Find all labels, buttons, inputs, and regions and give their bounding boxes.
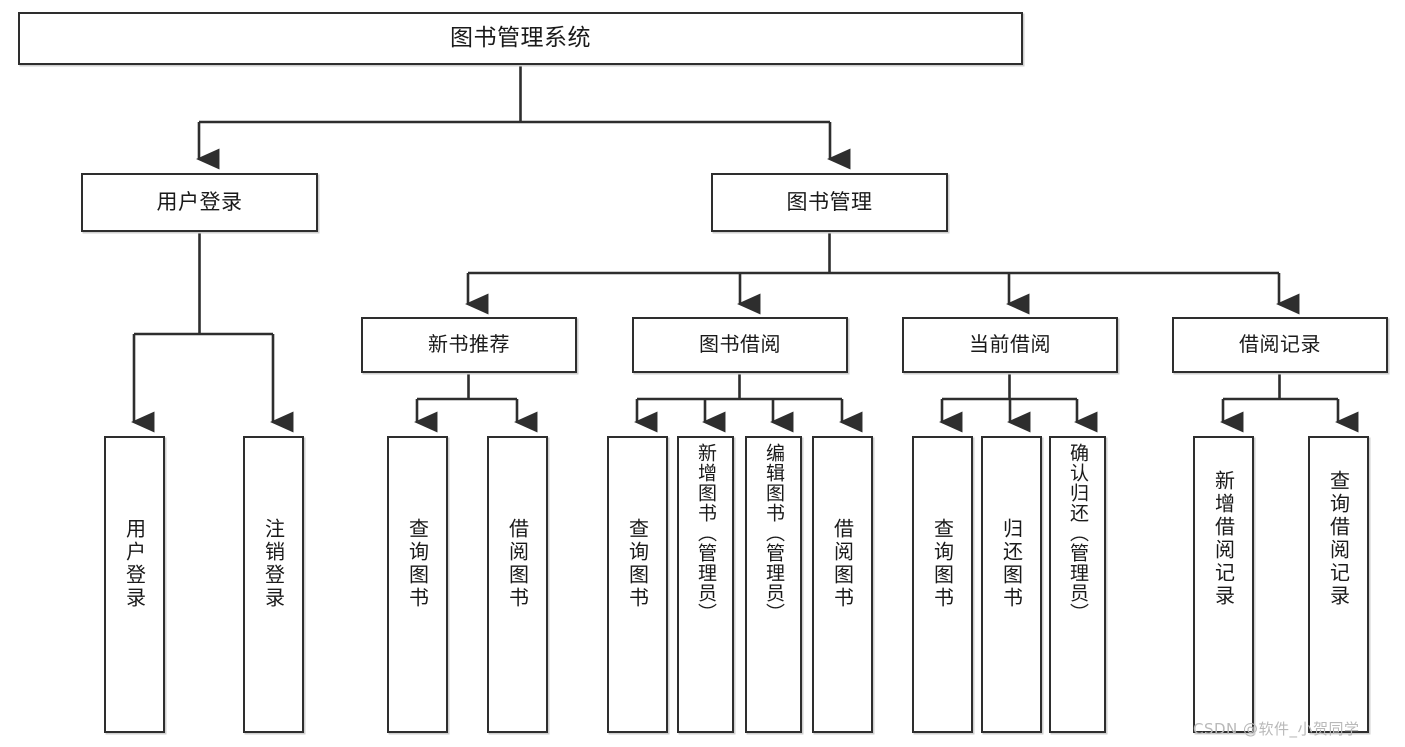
leaf-records-add-borrow-record[interactable]: 新增借阅记录 <box>1193 436 1254 733</box>
node-label: 图书管理 <box>786 190 873 215</box>
node-label: 借阅记录 <box>1239 332 1321 357</box>
node-label: 查询图书 <box>405 518 430 610</box>
node-label: 编辑图书（管理员） <box>763 443 785 623</box>
node-book-management-system[interactable]: 图书管理系统 <box>18 12 1023 65</box>
leaf-current-borrow-return-books[interactable]: 归还图书 <box>981 436 1042 733</box>
node-label: 确认归还（管理员） <box>1067 443 1089 623</box>
leaf-book-borrow-edit-book-admin[interactable]: 编辑图书（管理员） <box>745 436 802 733</box>
csdn-watermark: CSDN @软件_小贺同学 <box>1193 720 1360 738</box>
leaf-book-borrow-borrow-books[interactable]: 借阅图书 <box>812 436 873 733</box>
node-label: 用户登录 <box>122 518 147 610</box>
node-book-management[interactable]: 图书管理 <box>711 173 948 232</box>
node-label: 归还图书 <box>999 518 1024 610</box>
leaf-current-borrow-confirm-return-admin[interactable]: 确认归还（管理员） <box>1049 436 1106 733</box>
node-label: 注销登录 <box>261 518 286 610</box>
node-label: 借阅图书 <box>830 518 855 610</box>
node-current-borrowing[interactable]: 当前借阅 <box>902 317 1118 373</box>
leaf-book-borrow-add-book-admin[interactable]: 新增图书（管理员） <box>677 436 734 733</box>
node-new-book-recommendation[interactable]: 新书推荐 <box>361 317 577 373</box>
node-label: 新增借阅记录 <box>1211 470 1236 608</box>
node-label: 新书推荐 <box>428 332 510 357</box>
node-label: 借阅图书 <box>505 518 530 610</box>
leaf-new-book-borrow-books[interactable]: 借阅图书 <box>487 436 548 733</box>
leaf-user-login-sign-in[interactable]: 用户登录 <box>104 436 165 733</box>
leaf-book-borrow-query-books[interactable]: 查询图书 <box>607 436 668 733</box>
node-book-borrowing[interactable]: 图书借阅 <box>632 317 848 373</box>
leaf-records-query-borrow-record[interactable]: 查询借阅记录 <box>1308 436 1369 733</box>
node-label: 当前借阅 <box>969 332 1051 357</box>
node-user-login[interactable]: 用户登录 <box>81 173 318 232</box>
node-label: 查询图书 <box>625 518 650 610</box>
node-label: 查询图书 <box>930 518 955 610</box>
node-label: 用户登录 <box>156 190 243 215</box>
leaf-current-borrow-query-books[interactable]: 查询图书 <box>912 436 973 733</box>
leaf-new-book-query-books[interactable]: 查询图书 <box>387 436 448 733</box>
node-borrowing-records[interactable]: 借阅记录 <box>1172 317 1388 373</box>
leaf-user-login-sign-out[interactable]: 注销登录 <box>243 436 304 733</box>
node-label: 图书借阅 <box>699 332 781 357</box>
node-label: 查询借阅记录 <box>1326 470 1351 608</box>
node-label: 图书管理系统 <box>450 24 591 51</box>
node-label: 新增图书（管理员） <box>695 443 717 623</box>
